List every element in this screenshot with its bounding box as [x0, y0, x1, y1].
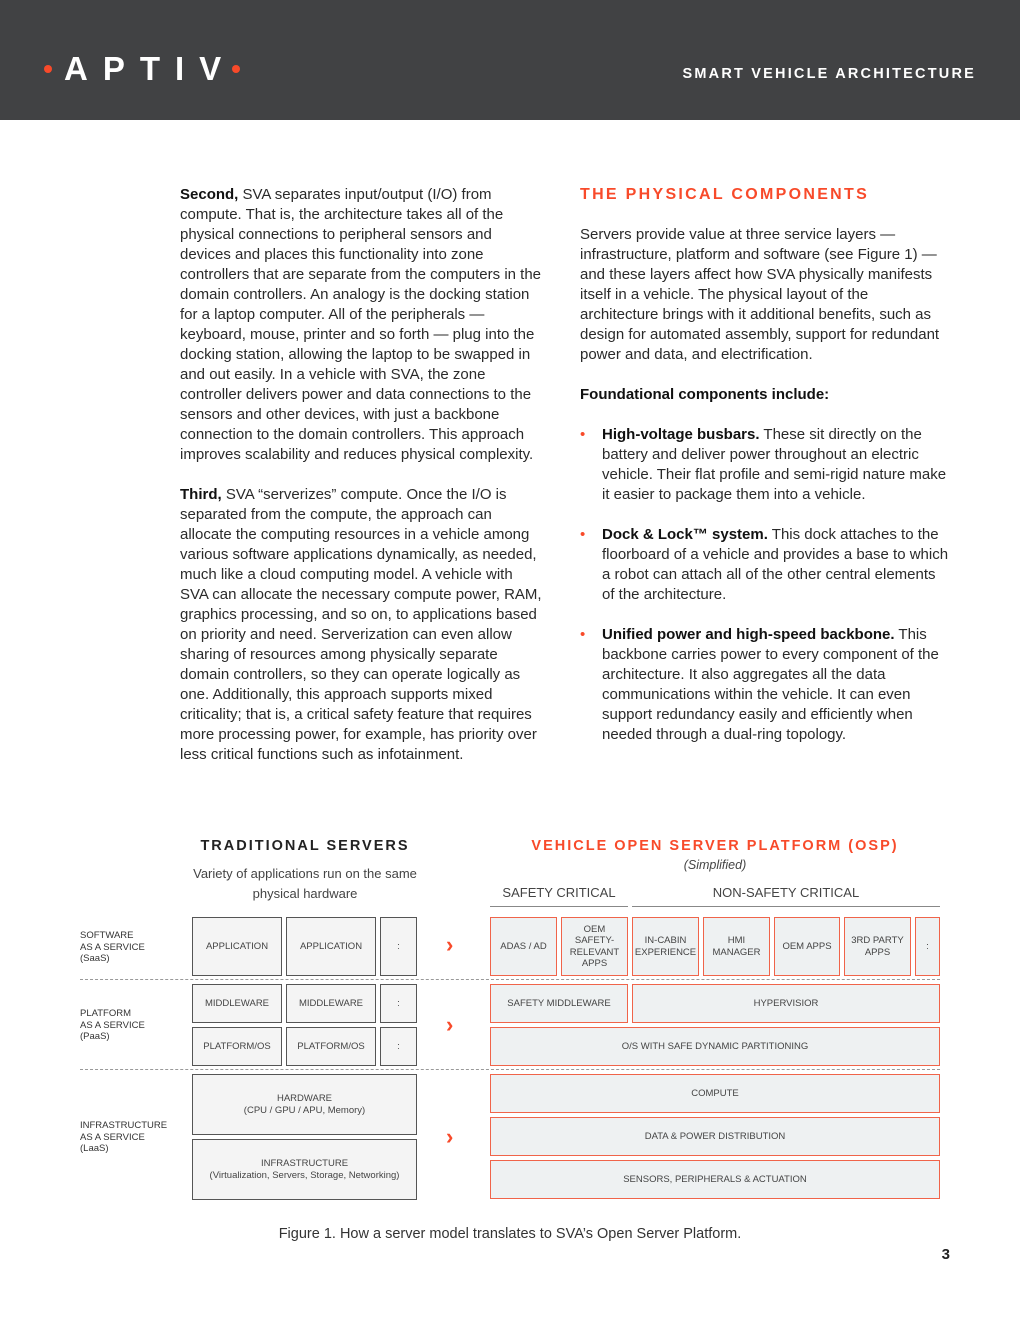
- subheading-text: Foundational components include:: [580, 386, 830, 403]
- traditional-servers-title: TRADITIONAL SERVERS: [200, 838, 410, 854]
- traditional-application-box: APPLICATION: [192, 917, 282, 976]
- box-title: HARDWARE: [276, 1093, 333, 1104]
- traditional-middleware-box: MIDDLEWARE: [286, 984, 376, 1023]
- page-number: 3: [941, 1246, 950, 1263]
- left-column: Second, SVA separates input/output (I/O)…: [180, 185, 542, 785]
- chevron-right-icon: ›: [446, 1124, 454, 1149]
- box-subtitle: (Virtualization, Servers, Storage, Netwo…: [209, 1169, 400, 1181]
- osp-sensors-box: SENSORS, PERIPHERALS & ACTUATION: [490, 1160, 940, 1199]
- osp-subtitle: (Simplified): [683, 858, 747, 872]
- traditional-middleware-box: MIDDLEWARE: [192, 984, 282, 1023]
- paas-label: PLATFORM AS A SERVICE (PaaS): [80, 1008, 145, 1043]
- label-line: SOFTWARE: [80, 930, 134, 941]
- paragraph-second: Second, SVA separates input/output (I/O)…: [180, 185, 542, 465]
- layer-divider: [80, 979, 940, 980]
- safety-critical-underline: [490, 906, 628, 907]
- traditional-infrastructure-box: INFRASTRUCTURE (Virtualization, Servers,…: [192, 1139, 417, 1200]
- non-safety-critical-underline: [632, 906, 940, 907]
- label-line: (SaaS): [80, 953, 110, 964]
- layer-divider: [80, 1069, 940, 1070]
- logo-dot-right: [232, 65, 241, 73]
- osp-data-power-box: DATA & POWER DISTRIBUTION: [490, 1117, 940, 1156]
- list-item-body: This backbone carries power to every com…: [602, 626, 939, 743]
- components-subheading: Foundational components include:: [580, 385, 950, 405]
- chevron-right-icon: ›: [446, 1012, 454, 1037]
- traditional-more-box: :: [380, 1027, 417, 1066]
- paragraph-body: SVA “serverizes” compute. Once the I/O i…: [180, 486, 542, 763]
- section-heading: THE PHYSICAL COMPONENTS: [580, 186, 870, 203]
- osp-title: VEHICLE OPEN SERVER PLATFORM (OSP): [531, 838, 899, 854]
- list-item-lead: Dock & Lock™ system.: [602, 526, 768, 543]
- label-line: AS A SERVICE: [80, 1131, 145, 1143]
- figure-caption: Figure 1. How a server model translates …: [278, 1226, 742, 1242]
- osp-hypervisor-box: HYPERVISIOR: [632, 984, 940, 1023]
- intro-paragraph: Servers provide value at three service l…: [580, 226, 940, 363]
- traditional-platform-os-box: PLATFORM/OS: [192, 1027, 282, 1066]
- traditional-more-box: :: [380, 917, 417, 976]
- list-item: High-voltage busbars. These sit directly…: [580, 425, 950, 505]
- paragraph-body: SVA separates input/output (I/O) from co…: [180, 186, 542, 463]
- saas-label: SOFTWARE AS A SERVICE (SaaS): [80, 930, 145, 965]
- box-title: INFRASTRUCTURE: [260, 1158, 349, 1169]
- list-item-body: This dock attaches to the floorboard of …: [602, 526, 949, 603]
- label-line: PLATFORM: [80, 1008, 132, 1019]
- non-safety-critical-label: NON-SAFETY CRITICAL: [712, 885, 860, 900]
- laas-label: INFRASTRUCTURE AS A SERVICE (LaaS): [80, 1120, 167, 1155]
- list-item: Unified power and high-speed backbone. T…: [580, 625, 950, 745]
- list-item: Dock & Lock™ system. This dock attaches …: [580, 525, 950, 605]
- traditional-platform-os-box: PLATFORM/OS: [286, 1027, 376, 1066]
- osp-more-box: :: [915, 917, 940, 976]
- header-title: SMART VEHICLE ARCHITECTURE: [682, 66, 976, 82]
- page-header: APTIV SMART VEHICLE ARCHITECTURE: [0, 0, 1020, 120]
- label-line: (LaaS): [80, 1143, 109, 1154]
- label-line: INFRASTRUCTURE: [80, 1120, 168, 1131]
- list-item-lead: Unified power and high-speed backbone.: [602, 626, 895, 643]
- list-item-body: These sit directly on the battery and de…: [602, 426, 947, 503]
- paragraph-lead: Third,: [180, 486, 222, 503]
- component-list: High-voltage busbars. These sit directly…: [580, 425, 950, 745]
- box-subtitle: (CPU / GPU / APU, Memory): [243, 1104, 366, 1116]
- osp-app-box: OEM SAFETY-RELEVANT APPS: [561, 917, 628, 976]
- aptiv-logo: APTIV: [44, 46, 241, 92]
- label-line: (PaaS): [80, 1031, 110, 1042]
- label-line: AS A SERVICE: [80, 1019, 145, 1031]
- list-item-lead: High-voltage busbars.: [602, 426, 760, 443]
- osp-app-box: IN-CABIN EXPERIENCE: [632, 917, 699, 976]
- osp-compute-box: COMPUTE: [490, 1074, 940, 1113]
- paragraph-lead: Second,: [180, 186, 239, 203]
- osp-safety-middleware-box: SAFETY MIDDLEWARE: [490, 984, 628, 1023]
- label-line: AS A SERVICE: [80, 941, 145, 953]
- osp-app-box: HMI MANAGER: [703, 917, 770, 976]
- traditional-application-box: APPLICATION: [286, 917, 376, 976]
- traditional-servers-subtitle: Variety of applications run on the same …: [193, 866, 417, 901]
- osp-app-box: 3RD PARTY APPS: [844, 917, 911, 976]
- osp-os-box: O/S WITH SAFE DYNAMIC PARTITIONING: [490, 1027, 940, 1066]
- logo-dot-left: [44, 65, 52, 73]
- chevron-right-icon: ›: [446, 932, 454, 957]
- right-column: THE PHYSICAL COMPONENTS Servers provide …: [580, 185, 950, 765]
- safety-critical-label: SAFETY CRITICAL: [502, 885, 616, 900]
- osp-app-box: OEM APPS: [774, 917, 840, 976]
- paragraph-third: Third, SVA “serverizes” compute. Once th…: [180, 485, 542, 765]
- logo-wordmark: APTIV: [64, 50, 237, 87]
- osp-app-box: ADAS / AD: [490, 917, 557, 976]
- traditional-more-box: :: [380, 984, 417, 1023]
- traditional-hardware-box: HARDWARE (CPU / GPU / APU, Memory): [192, 1074, 417, 1135]
